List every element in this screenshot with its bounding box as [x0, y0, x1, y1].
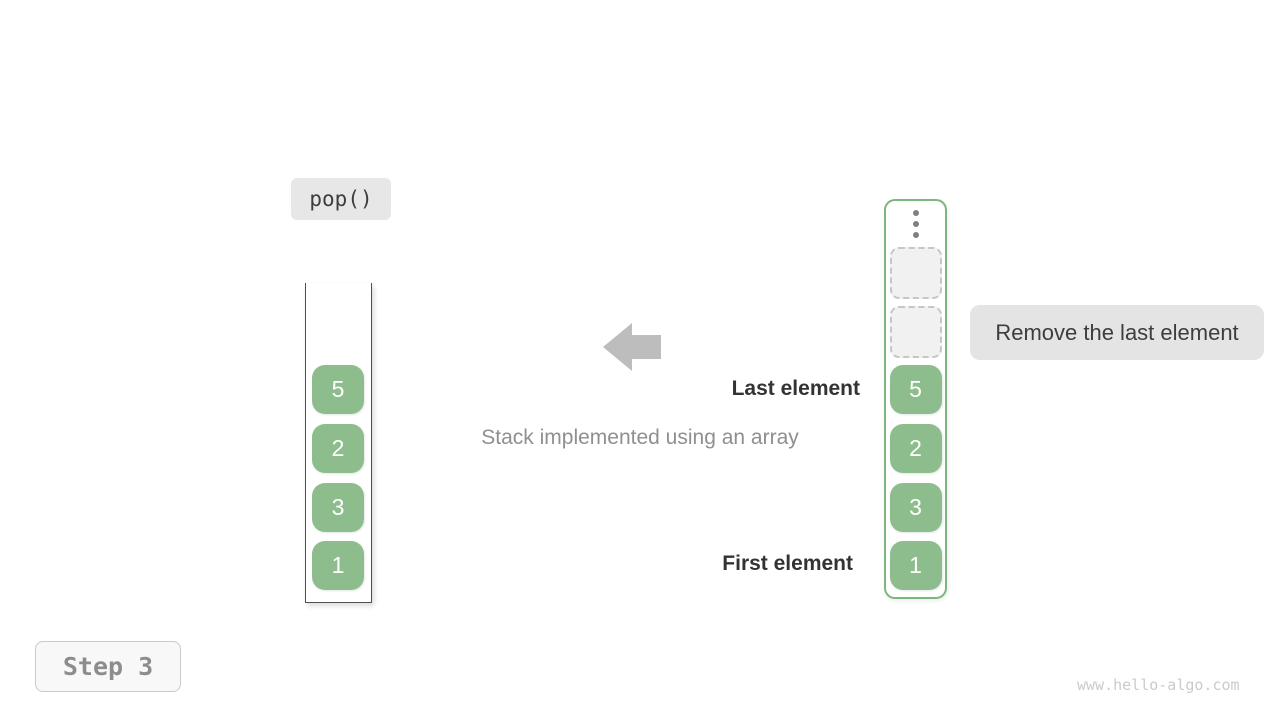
array-empty-slot: [889, 247, 942, 299]
pop-operation-chip: pop(): [291, 178, 391, 220]
array-cell: 5: [889, 365, 942, 414]
stack-cell: 3: [312, 483, 364, 532]
stack-cell: 1: [312, 541, 364, 590]
step-badge: Step 3: [35, 641, 181, 692]
ellipsis-dot: [912, 210, 919, 216]
stack-cell: 2: [312, 424, 364, 473]
diagram-caption: Stack implemented using an array: [481, 426, 799, 449]
first-element-label: First element: [722, 552, 853, 575]
ellipsis-dot: [912, 232, 919, 238]
remove-note-chip: Remove the last element: [970, 305, 1264, 360]
stack-container: 5 2 3 1: [305, 283, 372, 603]
stack-cell: 5: [312, 365, 364, 414]
array-cell: 1: [889, 541, 942, 590]
left-arrow-icon: [603, 323, 661, 371]
watermark: www.hello-algo.com: [1077, 676, 1240, 694]
ellipsis-dot: [912, 221, 919, 227]
pop-operation-label: pop(): [309, 187, 373, 211]
array-cell: 3: [889, 483, 942, 532]
array-container: 5 2 3 1: [884, 199, 947, 599]
last-element-label: Last element: [731, 377, 860, 400]
vertical-ellipsis-icon: [886, 210, 945, 238]
remove-note-label: Remove the last element: [995, 319, 1239, 345]
array-empty-slot: [889, 306, 942, 358]
array-cell: 2: [889, 424, 942, 473]
step-badge-label: Step 3: [62, 652, 154, 681]
